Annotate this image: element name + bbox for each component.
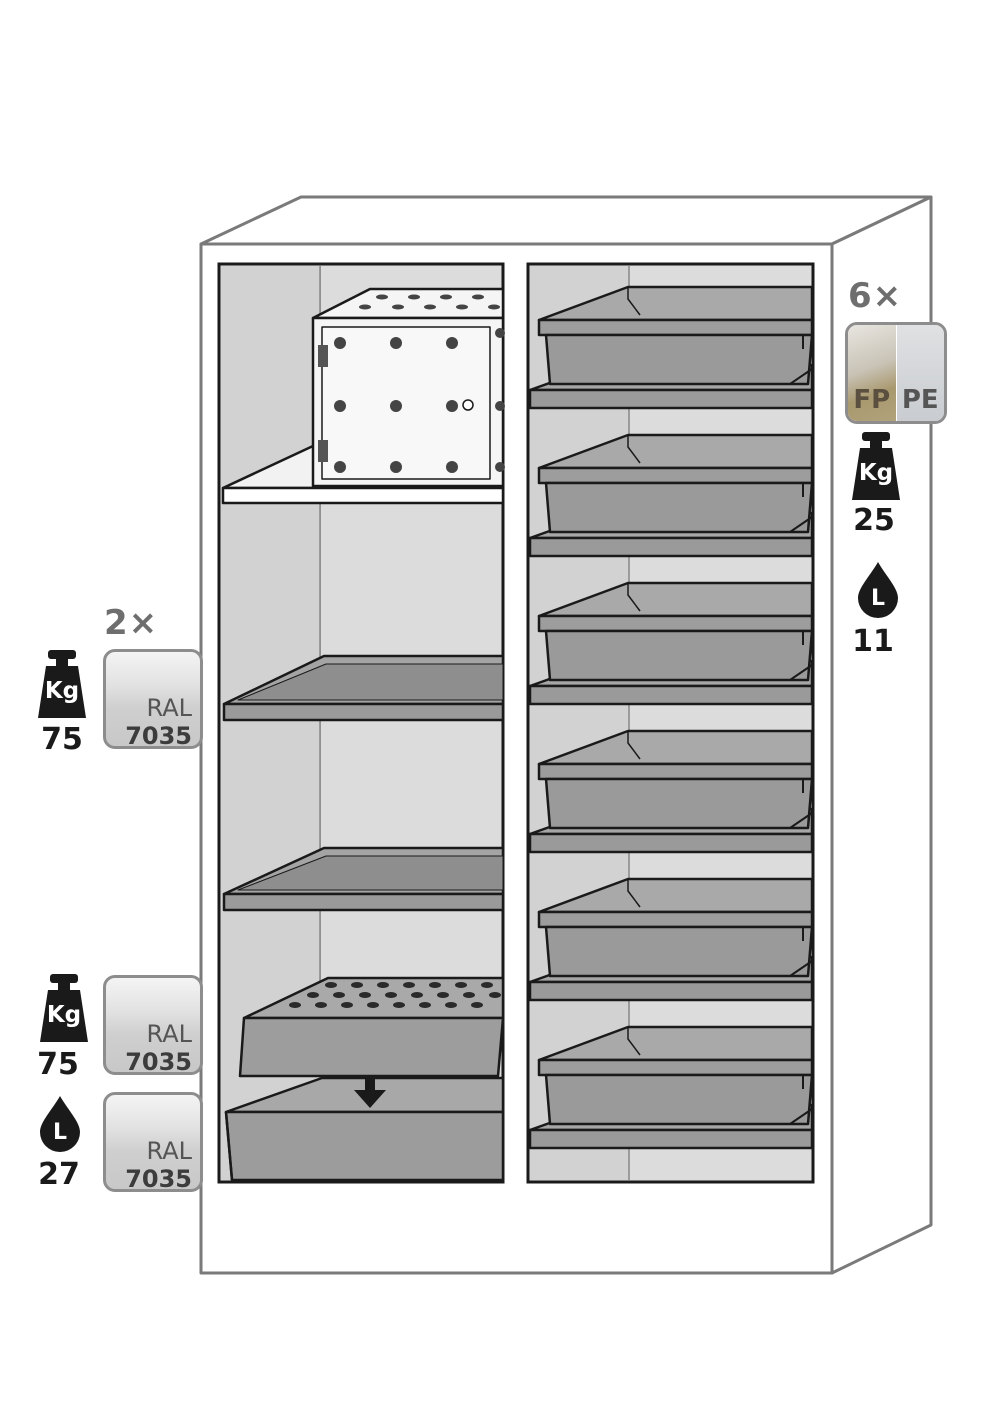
tray bbox=[528, 581, 814, 706]
tray bbox=[528, 1025, 814, 1150]
perforated-insert bbox=[238, 976, 505, 1078]
tray-stack bbox=[528, 285, 814, 1150]
ral-code: 7035 bbox=[125, 1165, 192, 1192]
shelf-multiplier: 2× bbox=[104, 603, 159, 643]
ral-code: 7035 bbox=[125, 722, 192, 749]
tray-weight: 25 bbox=[853, 503, 895, 538]
sump-capacity: 27 bbox=[38, 1157, 80, 1192]
perforated-safety-box bbox=[311, 287, 505, 488]
tray bbox=[528, 285, 814, 410]
weight-kg-icon bbox=[38, 650, 86, 718]
ral-swatch-shelves: RAL 7035 bbox=[103, 649, 203, 749]
material-fp: FP bbox=[853, 385, 891, 415]
ral-swatch-sump: RAL 7035 bbox=[103, 975, 203, 1075]
tray bbox=[528, 877, 814, 1002]
ral-label: RAL bbox=[146, 1020, 193, 1048]
tray-multiplier: 6× bbox=[848, 276, 903, 316]
ral-label: RAL bbox=[146, 1137, 193, 1165]
tray-capacity: 11 bbox=[852, 624, 894, 659]
liquid-drop-l-icon-text: L bbox=[870, 586, 886, 611]
weight-kg-icon-text: Kg bbox=[46, 1002, 82, 1028]
ral-swatch-sump-2: RAL 7035 bbox=[103, 1092, 203, 1192]
liquid-drop-l-icon bbox=[858, 562, 898, 618]
ral-code: 7035 bbox=[125, 1048, 192, 1075]
shelf-1 bbox=[222, 654, 505, 722]
liquid-drop-l-icon-text: L bbox=[52, 1120, 68, 1145]
weight-kg-icon-text: Kg bbox=[858, 460, 894, 486]
ral-label: RAL bbox=[146, 694, 193, 722]
weight-kg-icon bbox=[852, 432, 900, 500]
sump-weight: 75 bbox=[37, 1047, 79, 1082]
weight-kg-icon-text: Kg bbox=[44, 678, 80, 704]
tray bbox=[528, 729, 814, 854]
weight-kg-icon bbox=[40, 974, 88, 1042]
shelf-2 bbox=[222, 846, 505, 912]
material-swatch-fp-pe: FP PE bbox=[845, 322, 947, 424]
shelf-weight: 75 bbox=[41, 722, 83, 757]
liquid-drop-l-icon bbox=[40, 1096, 80, 1152]
material-pe: PE bbox=[901, 385, 939, 415]
down-arrow-icon bbox=[354, 1078, 386, 1108]
tray bbox=[528, 433, 814, 558]
